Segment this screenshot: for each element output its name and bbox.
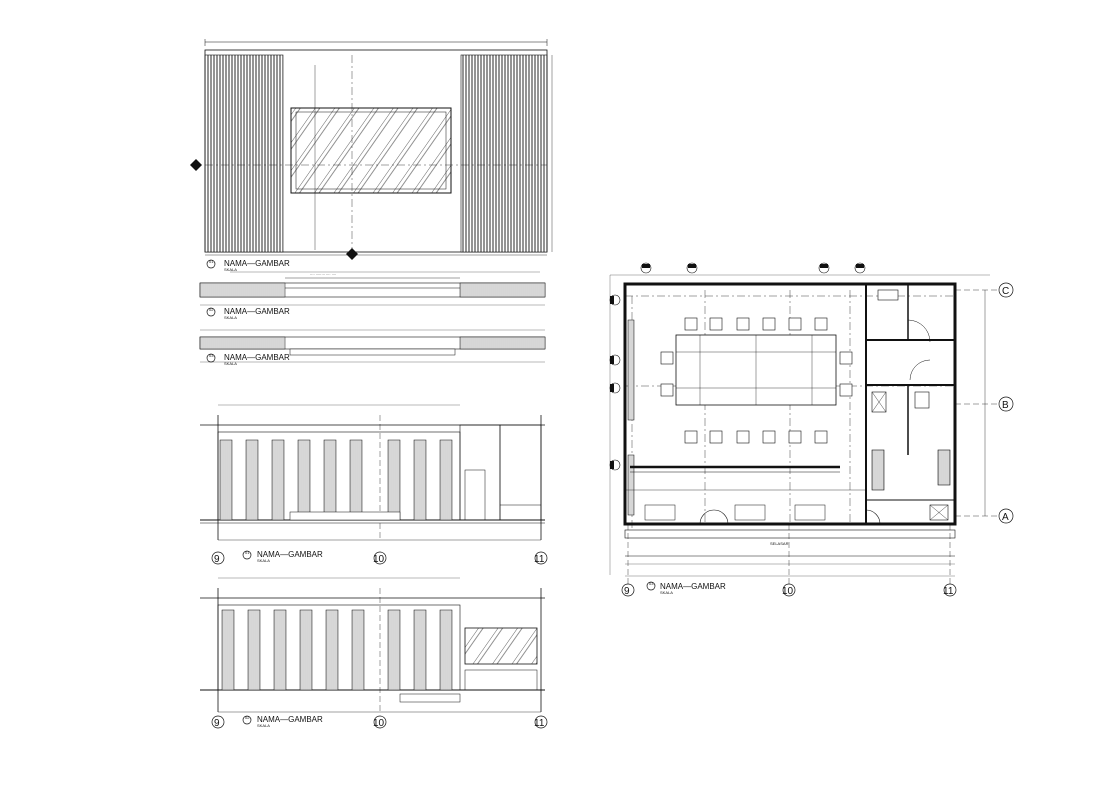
view-number: 01 — [209, 259, 214, 264]
grid-label-B: B — [1002, 400, 1009, 411]
corridor-label: SELASAR — [770, 541, 789, 546]
view-number: 02 — [245, 715, 250, 720]
view-number: 03 — [649, 581, 654, 586]
grid-label-11: 11 — [534, 718, 545, 729]
slat-panel-left — [204, 54, 284, 253]
view-scale: SKALA — [660, 590, 673, 595]
view-scale: SKALA — [224, 315, 237, 320]
view-number: 01 — [245, 550, 250, 555]
view-number: 03 — [209, 353, 214, 358]
wall-elevation-middle: 9 10 11 01 NAMA—GAMBAR SKALA — [200, 404, 548, 565]
grid-label-11: 11 — [943, 586, 954, 597]
view-title: NAMA—GAMBAR — [257, 715, 323, 724]
grid-label-A: A — [1002, 512, 1009, 523]
grid-label-C: C — [1002, 286, 1009, 297]
grid-label-11: 11 — [534, 554, 545, 565]
grid-label-10: 10 — [782, 586, 794, 597]
view-scale: SKALA — [224, 267, 237, 272]
view-title: NAMA—GAMBAR — [224, 259, 290, 268]
ceiling-section-b: 03 NAMA—GAMBAR SKALA — [199, 329, 546, 366]
view-title: NAMA—GAMBAR — [224, 307, 290, 316]
slat-panel-right — [460, 54, 548, 253]
tv-screen — [290, 107, 452, 194]
ceiling-section-a: ···· ········ ···· ···· 02 NAMA—GAMBAR S… — [199, 271, 546, 320]
section-marker — [190, 159, 202, 171]
section-marker — [346, 248, 358, 260]
view-scale: SKALA — [257, 723, 270, 728]
grid-label-9: 9 — [214, 718, 220, 729]
view-title: NAMA—GAMBAR — [257, 550, 323, 559]
view-title: NAMA—GAMBAR — [660, 582, 726, 591]
floor-plan: SELASAR — [609, 262, 1014, 597]
view-scale: SKALA — [257, 558, 270, 563]
grid-label-10: 10 — [373, 554, 385, 565]
grid-label-9: 9 — [624, 586, 630, 597]
grid-label-9: 9 — [214, 554, 220, 565]
view-scale: SKALA — [224, 361, 237, 366]
wall-elevation-top: 01 NAMA—GAMBAR SKALA — [190, 39, 553, 272]
view-number: 02 — [209, 307, 214, 312]
grid-label-10: 10 — [373, 718, 385, 729]
svg-text:···· ········ ···· ····: ···· ········ ···· ···· — [310, 273, 336, 277]
tv-screen-small — [464, 627, 538, 665]
wall-elevation-bottom: 9 10 11 02 NAMA—GAMBAR SKALA — [200, 577, 548, 729]
view-title: NAMA—GAMBAR — [224, 353, 290, 362]
